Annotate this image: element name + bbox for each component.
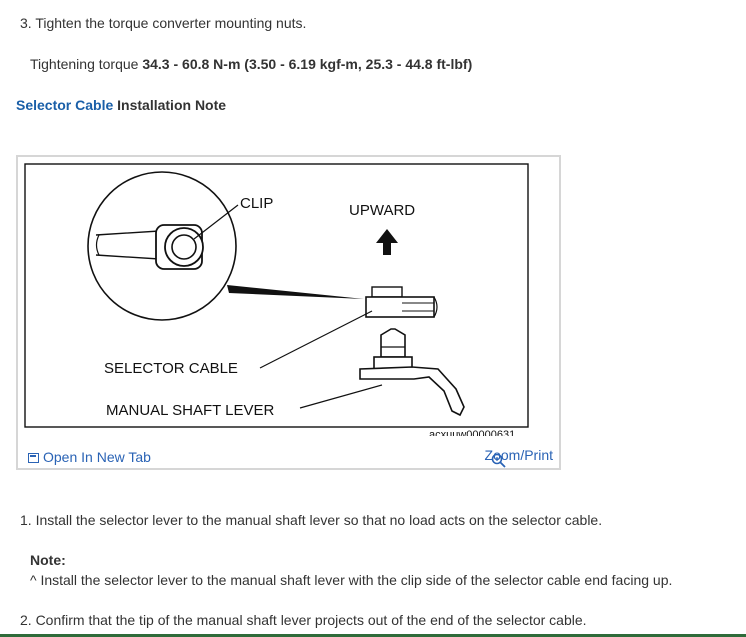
manual-shaft-lever	[359, 366, 465, 417]
torque-value: 34.3 - 60.8 N-m (3.50 - 6.19 kgf-m, 25.3…	[142, 56, 473, 72]
clip-leader-line	[193, 204, 239, 240]
step-3-text: 3. Tighten the torque converter mounting…	[20, 15, 307, 31]
manual-shaft-lever-label: MANUAL SHAFT LEVER	[106, 402, 275, 419]
note-label: Note:	[30, 552, 66, 568]
new-tab-icon	[28, 453, 39, 463]
upward-label: UPWARD	[349, 202, 415, 219]
selector-cable-link[interactable]: Selector Cable	[16, 97, 114, 113]
selector-cable-label: SELECTOR CABLE	[104, 360, 238, 377]
note-text: ^ Install the selector lever to the manu…	[30, 572, 673, 588]
selector-cable-illustration: CLIP UPWARD SELECTOR CABLE MANUAL SHAFT …	[24, 163, 529, 436]
figure-container: CLIP UPWARD SELECTOR CABLE MANUAL SHAFT …	[16, 155, 561, 470]
step-1-text: 1. Install the selector lever to the man…	[20, 512, 603, 528]
lever-pin	[380, 328, 406, 358]
torque-line: Tightening torque 34.3 - 60.8 N-m (3.50 …	[30, 56, 472, 72]
figure-code: acxuuw00000631	[429, 429, 515, 436]
open-in-new-tab-label: Open In New Tab	[43, 449, 151, 465]
detail-wedge	[227, 285, 364, 299]
clip-label: CLIP	[240, 195, 273, 212]
installation-note-heading: Selector Cable Installation Note	[16, 97, 226, 113]
torque-label: Tightening torque	[30, 56, 139, 72]
heading-rest: Installation Note	[117, 97, 227, 113]
zoom-icon	[491, 453, 506, 468]
open-in-new-tab-link[interactable]: Open In New Tab	[28, 449, 151, 465]
bottom-divider	[0, 634, 746, 637]
zoom-print-link[interactable]: Zoom/Print	[485, 447, 553, 468]
cable-end	[365, 296, 435, 318]
step-2-text: 2. Confirm that the tip of the manual sh…	[20, 612, 587, 628]
upward-arrow-icon	[376, 229, 398, 255]
